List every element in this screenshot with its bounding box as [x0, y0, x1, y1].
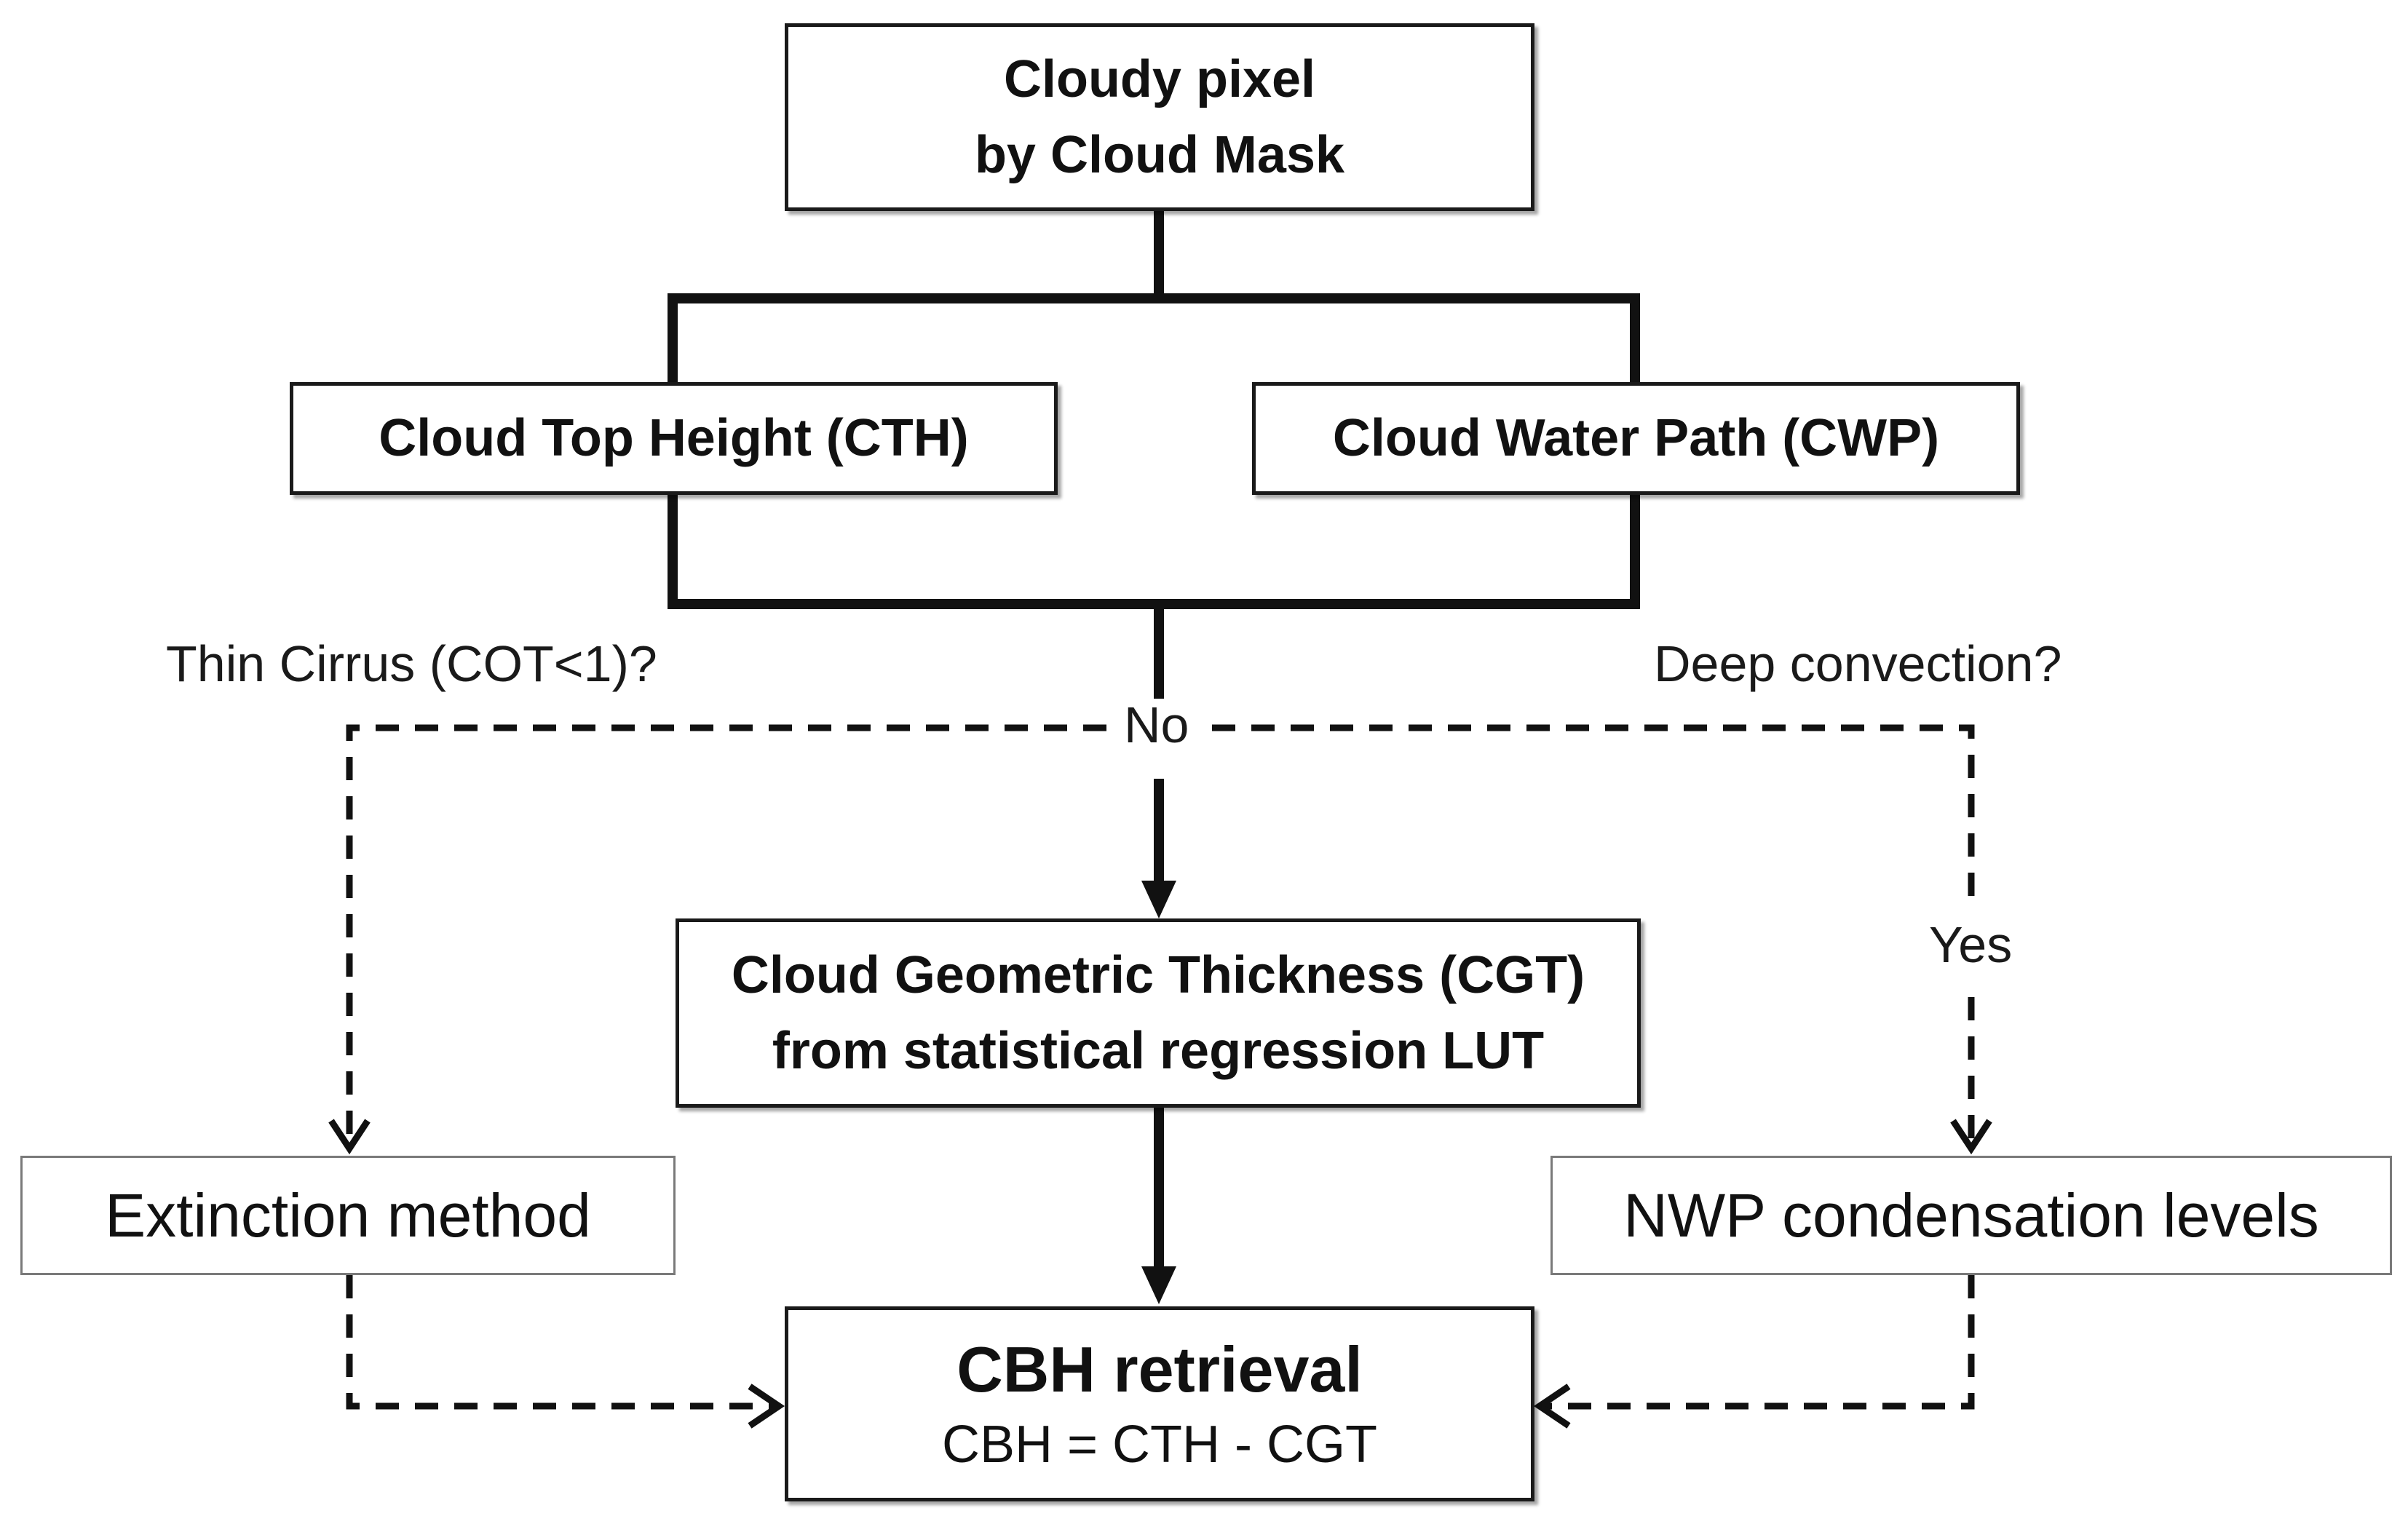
- connector-dashed-right: [1212, 724, 1975, 910]
- cwp-label: Cloud Water Path (CWP): [1332, 409, 1940, 468]
- extinction-method-label: Extinction method: [105, 1180, 591, 1250]
- cbh-retrieval-title: CBH retrieval: [957, 1333, 1363, 1405]
- deep-convection-label: Deep convection?: [1654, 635, 2062, 692]
- connector-extinction-to-cbh: [346, 1275, 775, 1410]
- cgt-line1: Cloud Geometric Thickness (CGT): [731, 945, 1585, 1004]
- nwp-condensation-label: NWP condensation levels: [1623, 1180, 2319, 1250]
- arrowhead-nwp: [1950, 1119, 1992, 1155]
- nwp-condensation-node: NWP condensation levels: [1550, 1156, 2392, 1275]
- no-label: No: [1124, 696, 1189, 753]
- extinction-method-node: Extinction method: [20, 1156, 676, 1275]
- yes-label: Yes: [1929, 916, 2013, 973]
- cloudy-pixel-line2: by Cloud Mask: [974, 126, 1345, 184]
- connector-merge: [668, 495, 1640, 609]
- cbh-formula: CBH = CTH - CGT: [941, 1416, 1377, 1475]
- cbh-retrieval-node: CBH retrieval CBH = CTH - CGT: [785, 1306, 1534, 1501]
- arrowhead-extinction: [328, 1119, 371, 1155]
- cloudy-pixel-node: Cloudy pixel by Cloud Mask: [785, 23, 1534, 211]
- cloudy-pixel-line1: Cloudy pixel: [1003, 49, 1316, 108]
- arrowhead-nwp-to-cbh: [1533, 1384, 1571, 1429]
- arrowhead-extinction-to-cbh: [748, 1384, 785, 1429]
- cgt-node: Cloud Geometric Thickness (CGT) from sta…: [676, 918, 1641, 1108]
- connector-nwp-to-cbh: [1543, 1275, 1975, 1410]
- cth-node: Cloud Top Height (CTH): [290, 382, 1058, 495]
- arrowhead-no-to-cgt: [1141, 881, 1176, 918]
- cgt-line2: from statistical regression LUT: [772, 1022, 1545, 1080]
- thin-cirrus-label: Thin Cirrus (COT<1)?: [166, 635, 657, 692]
- cth-label: Cloud Top Height (CTH): [379, 409, 969, 468]
- cwp-node: Cloud Water Path (CWP): [1252, 382, 2020, 495]
- connector-split: [668, 293, 1640, 382]
- connector-dashed-left: [346, 724, 1106, 1143]
- arrowhead-cgt-to-cbh: [1141, 1266, 1176, 1304]
